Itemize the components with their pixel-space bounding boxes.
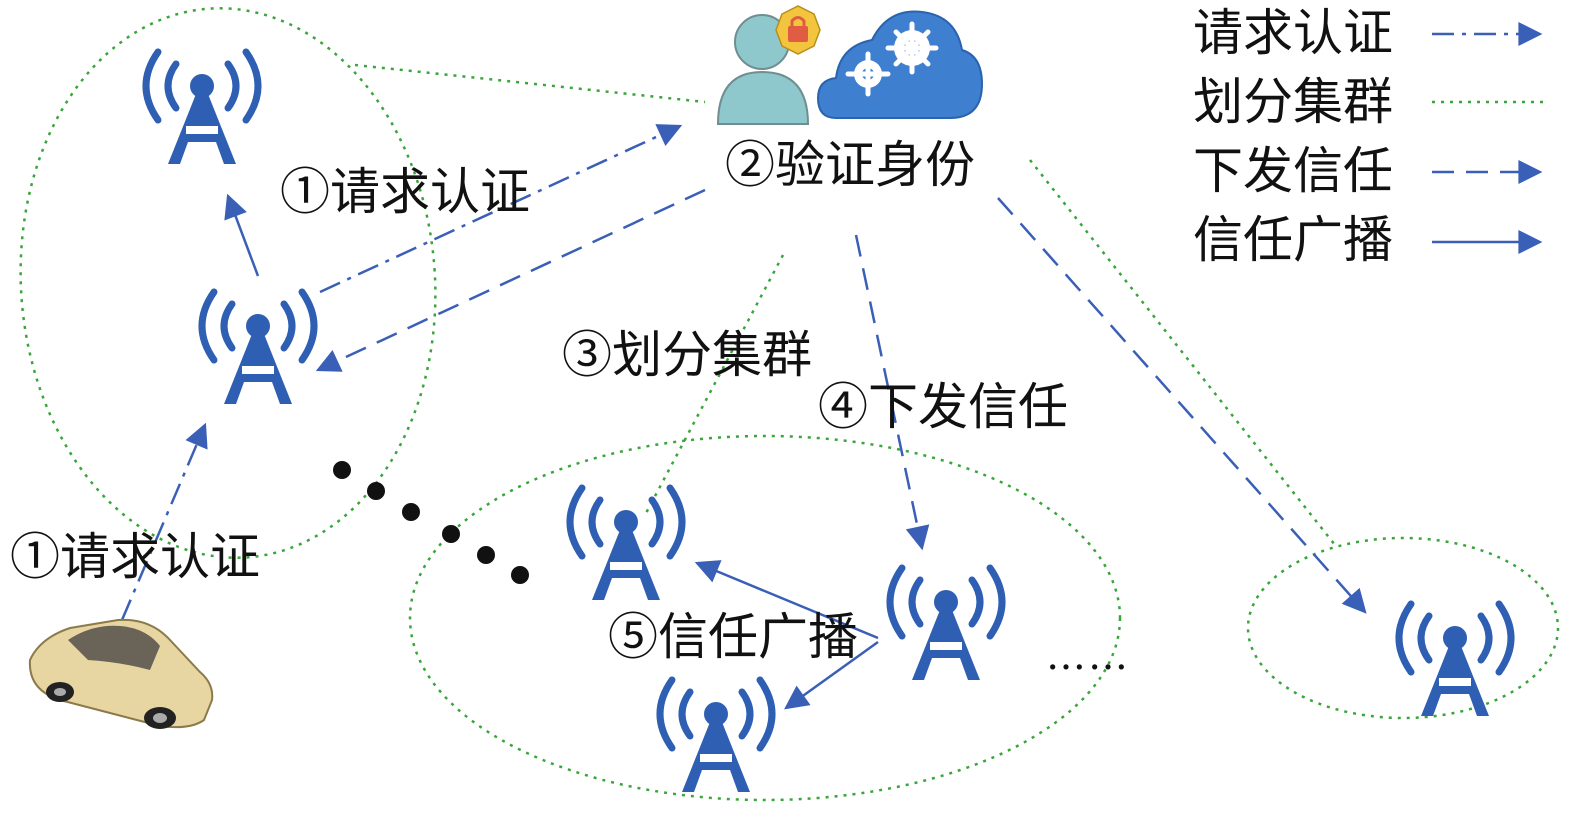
tower-icon: [890, 568, 1002, 680]
tower-icon: [660, 680, 772, 792]
step-request-auth-bottom: ①请求认证: [10, 528, 260, 586]
cluster-line-middle: [643, 254, 785, 516]
tower-icon: [202, 292, 314, 404]
cluster-line-left: [354, 63, 706, 104]
cluster-ellipse-right: [1246, 536, 1560, 720]
step-trust-broadcast: ⑤信任广播: [608, 608, 858, 666]
ellipsis-text: ……: [1046, 633, 1130, 679]
legend-label-issue-trust: 下发信任: [1193, 142, 1393, 200]
cloud-gear-icon: [816, 10, 984, 119]
dots-trail: [333, 461, 529, 584]
cluster-ellipses: [19, 7, 1560, 802]
tower-icon: [1399, 604, 1511, 716]
broadcast-arrow-to-bottom-tower: [784, 640, 879, 710]
broadcast-arrow-to-top-tower: [694, 560, 879, 640]
step-divide-cluster: ③划分集群: [562, 326, 812, 384]
issue-arrow-to-right-tower: [997, 197, 1367, 614]
cluster-ellipse-left: [19, 7, 437, 559]
request-arrow-tower-to-center: [319, 124, 683, 294]
trust-broadcast-arrows: [224, 193, 879, 710]
tower-icon: [146, 52, 258, 164]
cluster-line-right: [1029, 159, 1336, 546]
tower-icon: [570, 488, 682, 600]
user-lock-icon: [716, 5, 821, 125]
step-verify-identity: ②验证身份: [725, 136, 975, 194]
cluster-ellipse-middle: [408, 434, 1122, 802]
issue-arrow-to-left-tower: [315, 188, 706, 372]
issue-trust-arrows: [315, 188, 1367, 614]
step-issue-trust: ④下发信任: [818, 378, 1068, 436]
legend-lines: [1432, 22, 1545, 254]
local-arrow-left-cluster: [224, 193, 260, 277]
request-auth-arrows: [120, 124, 683, 621]
legend-label-request-auth: 请求认证: [1193, 4, 1393, 62]
request-arrow-car-to-tower: [120, 422, 208, 621]
legend-label-divide-cluster: 划分集群: [1193, 73, 1393, 131]
cluster-division-lines: [354, 63, 1336, 546]
legend-label-trust-broadcast: 信任广播: [1193, 211, 1393, 269]
car-icon: [28, 618, 214, 729]
issue-arrow-to-middle-tower: [854, 234, 930, 551]
step-request-auth-top: ①请求认证: [280, 163, 530, 221]
